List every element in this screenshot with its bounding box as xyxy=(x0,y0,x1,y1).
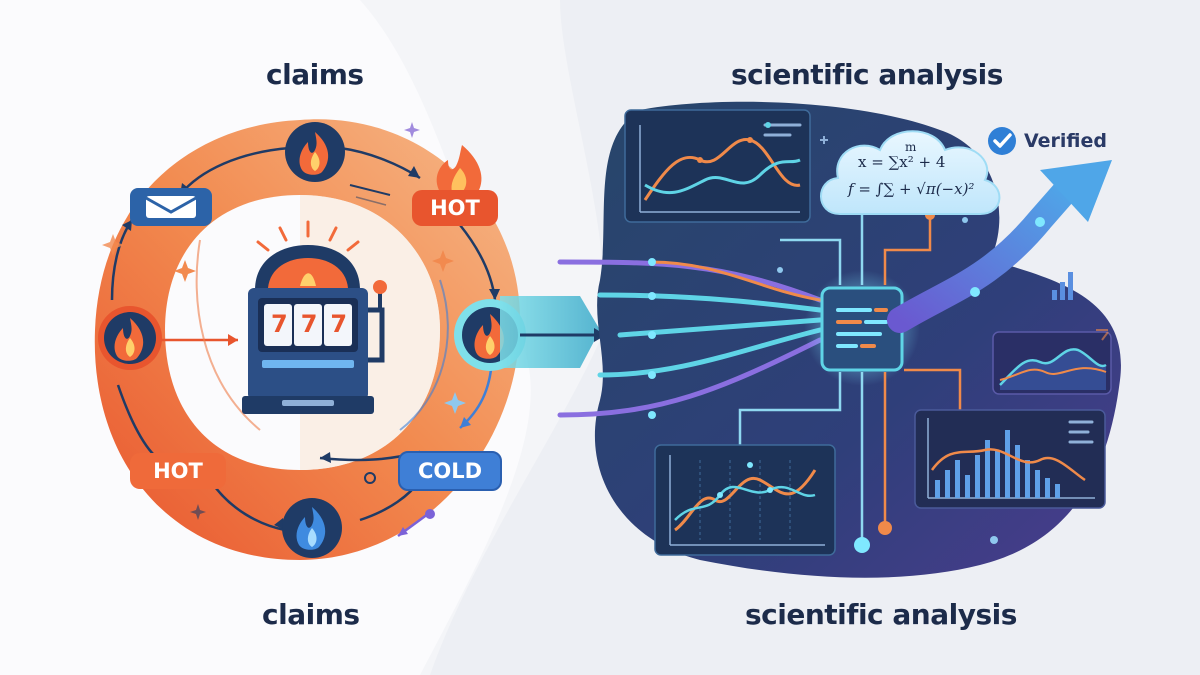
flame-node-left xyxy=(98,306,162,370)
flame-node-top xyxy=(285,122,345,182)
sparkle-icon xyxy=(102,122,466,520)
slot-machine-icon xyxy=(242,220,387,414)
analysis-title-bottom: scientific analysis xyxy=(745,598,1017,631)
chart-panel-4 xyxy=(992,331,1112,395)
claims-title-top: claims xyxy=(266,58,364,91)
chart-panel-2 xyxy=(654,444,836,556)
formula-line2: f = ∫∑ + √π(−x)² xyxy=(848,180,975,198)
check-icon xyxy=(988,127,1016,155)
cold-tag: COLD xyxy=(398,451,502,491)
verified-badge: Verified xyxy=(1018,124,1107,158)
trend-arrow-icon xyxy=(887,160,1112,333)
claims-title-bottom: claims xyxy=(262,598,360,631)
chart-panel-1 xyxy=(624,109,811,223)
hot-tag-left: HOT xyxy=(130,453,226,489)
formula-line1: x = ∑x² + 4 xyxy=(858,153,946,171)
analysis-title-top: scientific analysis xyxy=(731,58,1003,91)
flame-icon xyxy=(436,145,482,192)
chart-panel-3 xyxy=(914,409,1106,509)
formula-line1-top: m xyxy=(905,140,917,154)
formula-cloud xyxy=(820,130,1001,215)
verified-label: Verified xyxy=(1024,130,1108,152)
chip-icon xyxy=(804,270,920,386)
flame-node-bottom xyxy=(282,498,342,558)
envelope-icon xyxy=(130,188,212,226)
slot-reels: 777 xyxy=(271,310,361,338)
hot-tag-top: HOT xyxy=(412,190,498,226)
